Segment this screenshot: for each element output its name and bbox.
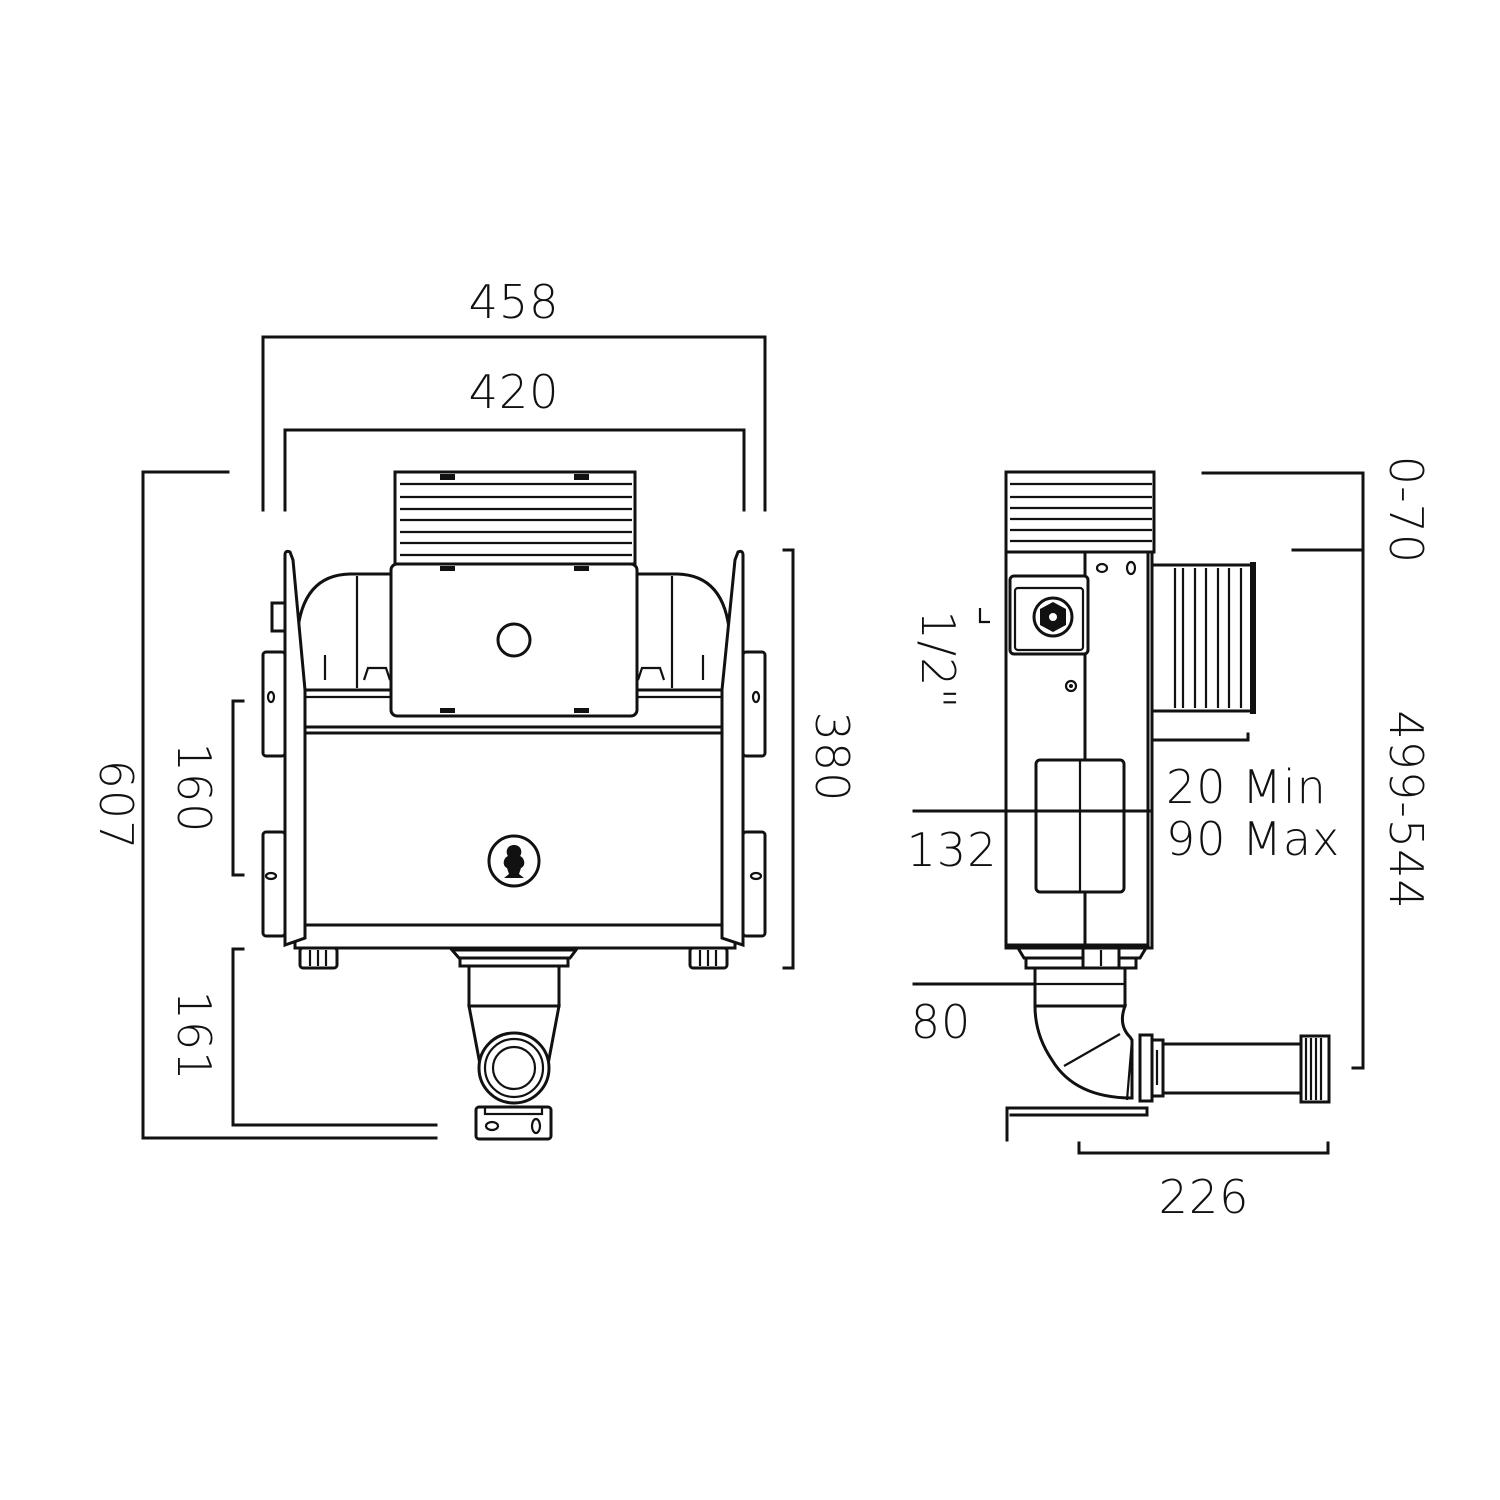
side-outlet-bend: [1015, 946, 1149, 1101]
label-outlet-drop: 161: [167, 991, 221, 1082]
front-access-panel: [389, 562, 639, 718]
frame-uprights: [270, 549, 745, 948]
dimension-button-centre: 132: [907, 809, 1152, 877]
dimension-bracket-spacing: 160: [167, 699, 245, 877]
side-ribbed-cover: [1004, 470, 1156, 554]
wall-depth-annotation: 20 Min 90 Max: [1166, 760, 1340, 866]
pan-connector: [1138, 1033, 1331, 1104]
label-pan-connector-depth: 226: [1159, 1170, 1250, 1224]
flush-outlet-pipe: [448, 948, 579, 1141]
brand-logo-icon: [487, 834, 541, 888]
adjustable-feet: [298, 946, 729, 970]
dimension-frame-height: 380: [782, 548, 859, 970]
dimension-adjust-range: 499-544: [1379, 710, 1433, 909]
cistern-body: [293, 731, 737, 950]
label-frame-width: 420: [469, 365, 560, 419]
label-frame-height: 380: [805, 712, 859, 803]
inlet-valve: [1008, 574, 1090, 656]
rear-ribbed-extension: [1150, 562, 1256, 742]
dimension-outlet-height: 80: [911, 982, 1037, 1049]
dimension-outlet-drop: 161: [167, 947, 438, 1127]
dimension-adjust-top: 0-70: [1201, 456, 1433, 1070]
inlet-size-annotation: 1/2": [911, 608, 990, 710]
floor-bracket: [1005, 1106, 1149, 1142]
label-bracket-spacing: 160: [167, 743, 221, 834]
label-adjust-top: 0-70: [1379, 456, 1433, 564]
dimension-pan-connector-depth: 226: [1077, 1141, 1330, 1224]
label-wall-depth-max: 90 Max: [1166, 812, 1340, 866]
dimension-frame-width: 420: [283, 365, 746, 512]
label-overall-width: 458: [469, 275, 560, 329]
dimension-overall-height: 607: [89, 470, 438, 1140]
label-overall-height: 607: [89, 760, 143, 851]
side-view: 0-70 499-544: [907, 456, 1433, 1224]
label-button-centre: 132: [907, 823, 998, 877]
wall-brackets: [261, 650, 767, 938]
label-outlet-height: 80: [911, 995, 972, 1049]
flush-plate-opening: [1034, 758, 1126, 894]
top-ribbed-cover: [393, 470, 637, 566]
label-wall-depth-min: 20 Min: [1166, 760, 1327, 814]
label-inlet-size: 1/2": [911, 610, 965, 709]
front-view: 458 420 607 160 161 380: [89, 275, 859, 1141]
label-adjust-range: 499-544: [1379, 710, 1433, 909]
dimension-overall-width: 458: [261, 275, 767, 512]
